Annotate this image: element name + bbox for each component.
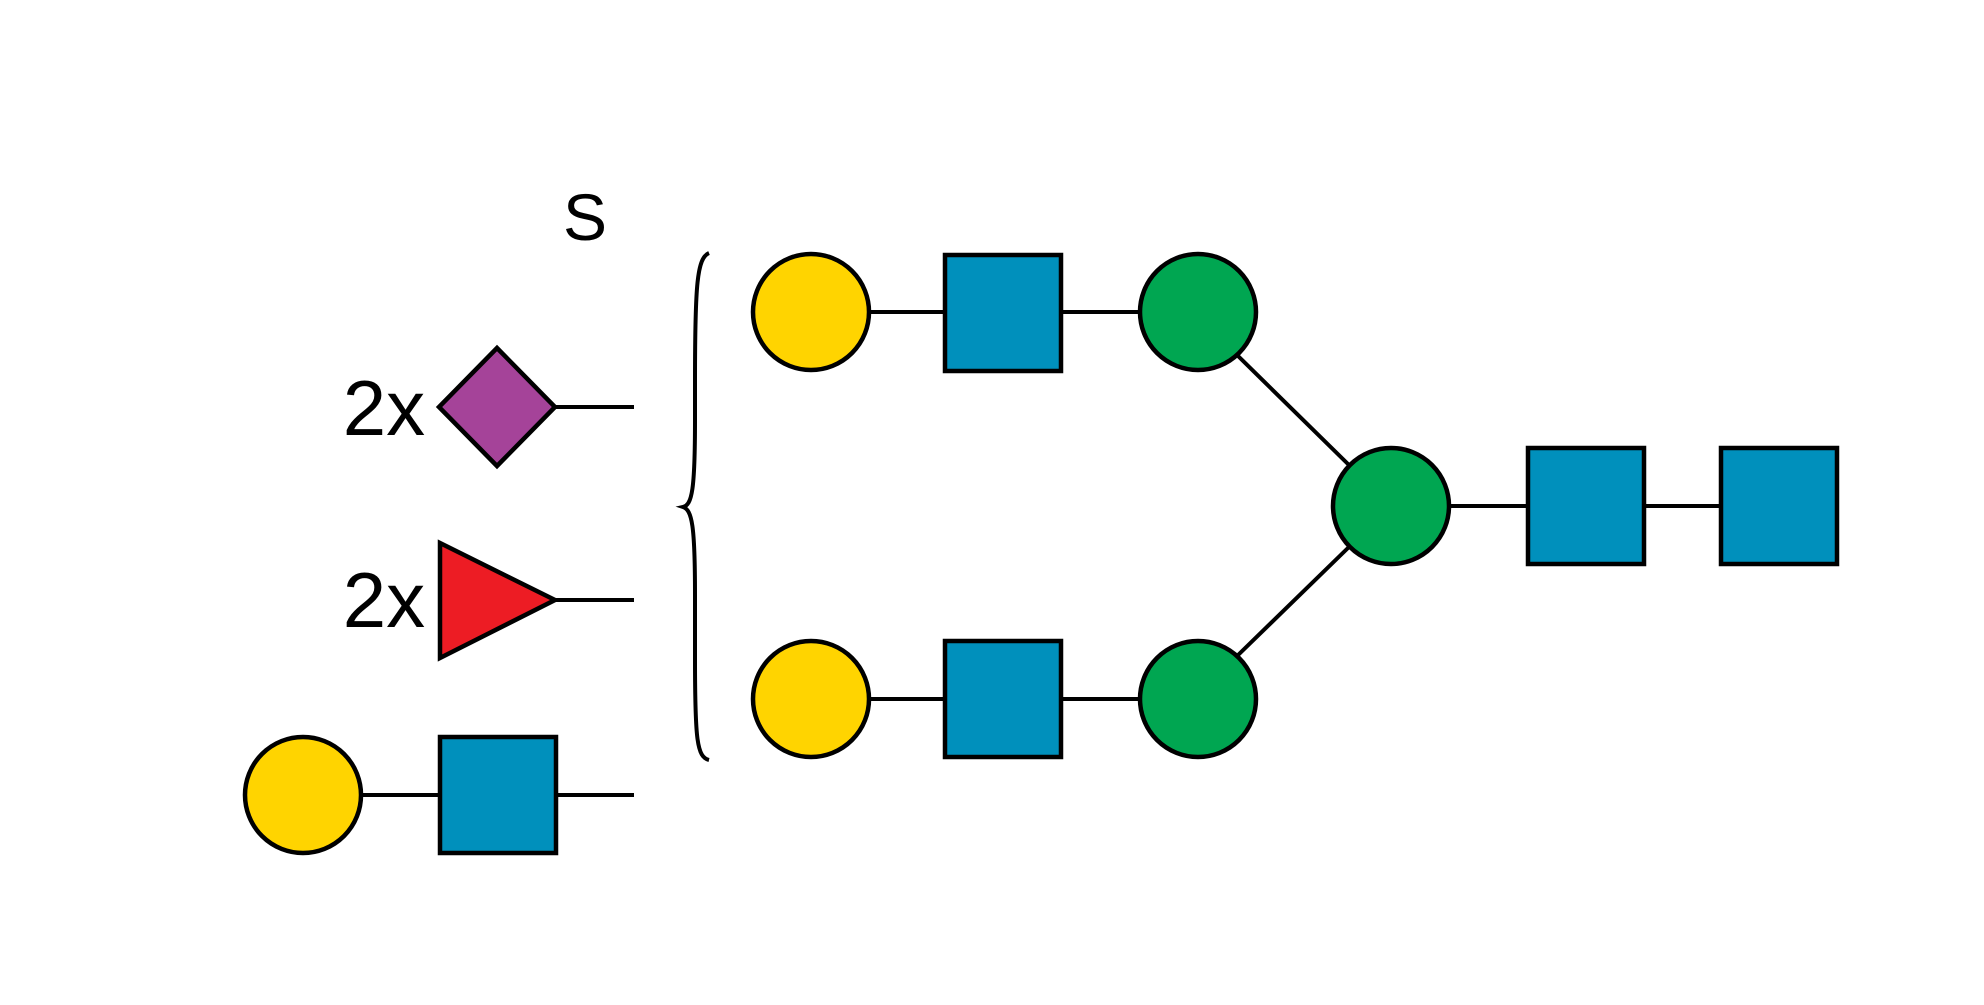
mannose-node-bottom [1137,638,1259,760]
brace-bracket [675,251,711,762]
fucose-count-label: 2x [343,556,425,644]
glcnac-node-bottom [942,638,1064,760]
edge-man-bottom-man-core [1233,544,1352,660]
galactose-node-bottom [750,638,872,760]
mannose-node-top [1137,251,1259,373]
galactose-node-antenna [242,734,364,856]
glcnac-node-top [942,252,1064,374]
sialic-count-label: 2x [343,364,425,452]
galactose-node-top [750,251,872,373]
purple-diamond-icon [435,344,559,470]
mannose-node-core [1330,445,1452,567]
glcnac-node-core-2 [1718,445,1840,567]
red-triangle-icon [437,539,561,662]
edge-man-top-man-core [1233,351,1352,468]
s-label: S [563,180,607,254]
glycan-edges [869,310,1720,701]
glcnac-node-core-1 [1525,445,1647,567]
glcnac-node-antenna [437,734,559,856]
